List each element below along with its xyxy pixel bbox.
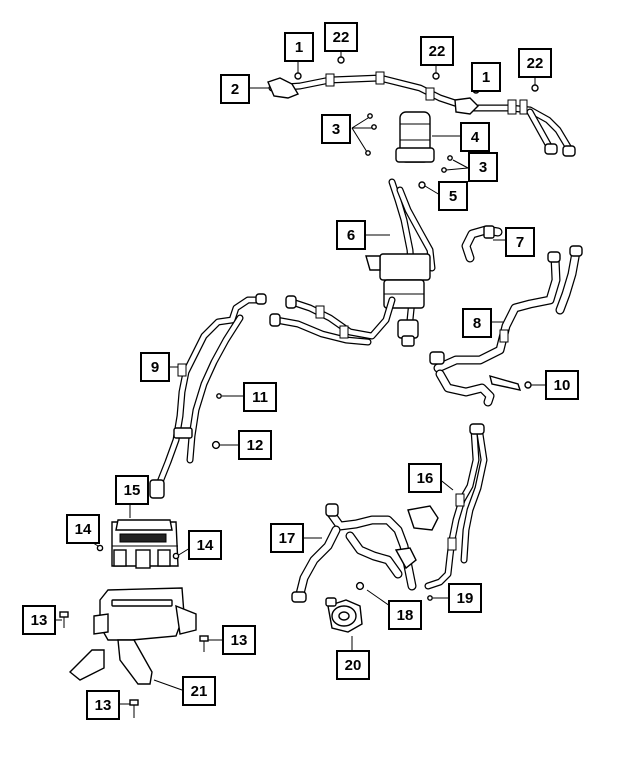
callout-8: 8 <box>462 308 492 338</box>
callout-2: 2 <box>220 74 250 104</box>
callout-12: 12 <box>238 430 272 460</box>
fasteners-14 <box>96 544 180 560</box>
bracket-21 <box>68 587 197 685</box>
canister-filter <box>395 111 435 163</box>
callout-5: 5 <box>438 181 468 211</box>
callout-6: 6 <box>336 220 366 250</box>
callout-11: 11 <box>243 382 277 412</box>
fasteners-11-12 <box>211 393 222 450</box>
callout-13: 13 <box>86 690 120 720</box>
manifold-left-hoses <box>269 295 396 346</box>
fasteners-18-19 <box>355 581 433 601</box>
callout-9: 9 <box>140 352 170 382</box>
callout-7: 7 <box>505 227 535 257</box>
callout-13: 13 <box>22 605 56 635</box>
callout-4: 4 <box>460 122 490 152</box>
bolts-13 <box>59 611 209 718</box>
pump-20 <box>325 597 363 633</box>
control-module-15 <box>111 519 179 569</box>
callout-15: 15 <box>115 475 149 505</box>
hose-assembly-17 <box>291 503 417 603</box>
hose-7 <box>461 225 503 263</box>
callout-22: 22 <box>324 22 358 52</box>
callout-14: 14 <box>188 530 222 560</box>
callout-16: 16 <box>408 463 442 493</box>
fasteners-top <box>294 56 539 189</box>
callout-21: 21 <box>182 676 216 706</box>
callout-19: 19 <box>448 583 482 613</box>
callout-20: 20 <box>336 650 370 680</box>
callout-18: 18 <box>388 600 422 630</box>
top-tube-assembly <box>267 71 576 157</box>
fastener-10 <box>524 381 532 389</box>
callout-22: 22 <box>420 36 454 66</box>
callout-17: 17 <box>270 523 304 553</box>
callout-14: 14 <box>66 514 100 544</box>
callout-3: 3 <box>468 152 498 182</box>
callout-1: 1 <box>471 62 501 92</box>
hose-assembly-16 <box>407 423 488 590</box>
callout-1: 1 <box>284 32 314 62</box>
callout-10: 10 <box>545 370 579 400</box>
manifold-assembly <box>365 178 436 347</box>
callout-3: 3 <box>321 114 351 144</box>
hose-assembly-8 <box>429 245 583 407</box>
callout-22: 22 <box>518 48 552 78</box>
callout-13: 13 <box>222 625 256 655</box>
hose-9 <box>149 293 267 499</box>
